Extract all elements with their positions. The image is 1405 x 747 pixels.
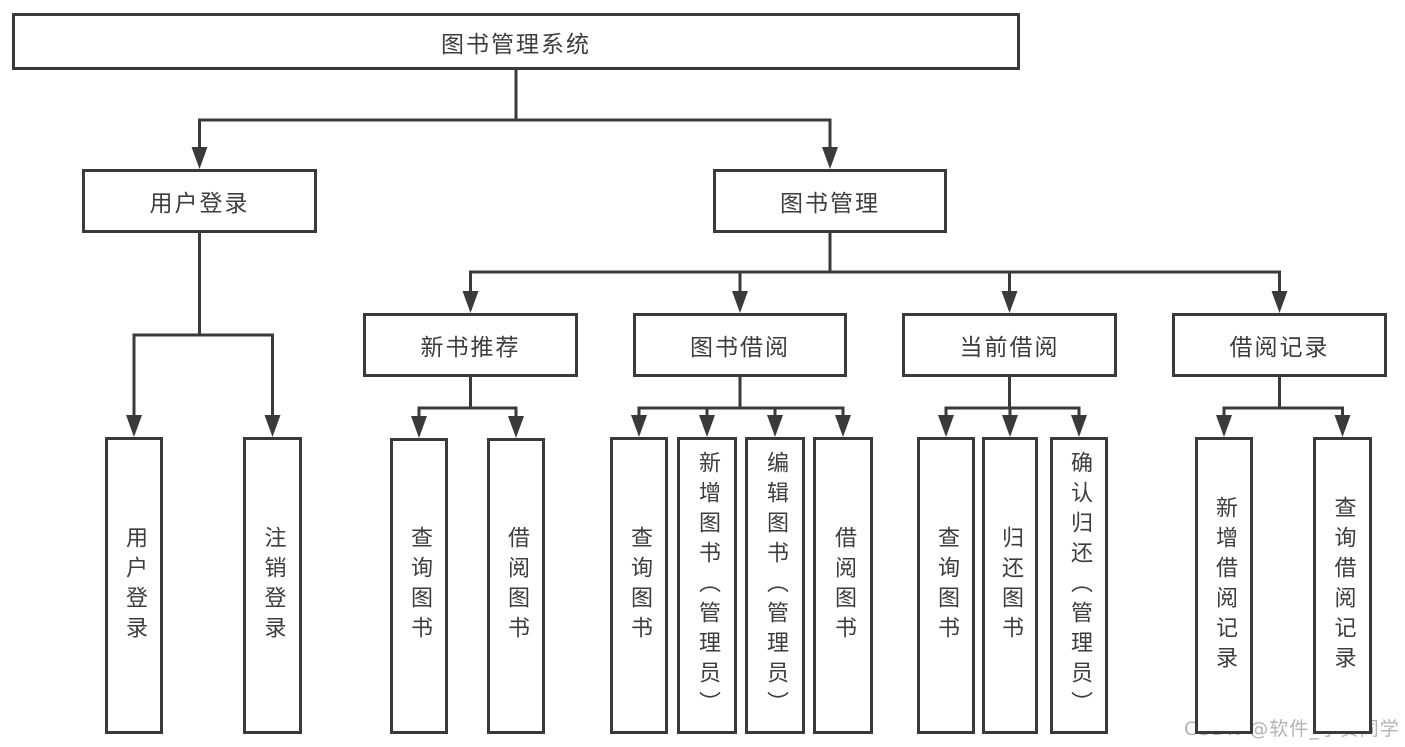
- node-confirm-return-admin: 确认归还（管理员）: [1050, 437, 1108, 734]
- node-label-borrow-books-1: 借阅图书: [504, 526, 529, 646]
- node-add-books-admin: 新增图书（管理员）: [677, 437, 737, 734]
- node-current-borrowing: 当前借阅: [902, 313, 1117, 377]
- node-label-add-borrow-record: 新增借阅记录: [1212, 495, 1237, 676]
- node-label-return-books: 归还图书: [998, 525, 1023, 646]
- node-book-borrowing: 图书借阅: [633, 313, 847, 377]
- arrowhead-icon-confirm-return-admin: [1071, 415, 1087, 437]
- node-logout: 注销登录: [243, 437, 302, 734]
- node-label-query-borrow-record: 查询借阅记录: [1330, 495, 1356, 676]
- arrowhead-icon-borrow-books-1: [508, 416, 524, 438]
- node-label-edit-books-admin: 编辑图书（管理员）: [763, 450, 788, 721]
- node-query-borrow-record: 查询借阅记录: [1313, 437, 1372, 734]
- node-label-user-login: 用户登录: [149, 191, 250, 217]
- node-return-books: 归还图书: [982, 437, 1038, 734]
- node-label-add-books-admin: 新增图书（管理员）: [695, 450, 720, 721]
- arrowhead-icon-new-book-recommend: [462, 291, 479, 313]
- node-label-borrowing-records: 借阅记录: [1229, 335, 1330, 361]
- node-borrow-books-2: 借阅图书: [813, 437, 873, 734]
- node-label-book-management: 图书管理: [780, 191, 880, 217]
- node-label-query-books-2: 查询图书: [627, 525, 652, 646]
- node-add-borrow-record: 新增借阅记录: [1195, 437, 1253, 734]
- arrowhead-icon-user-login: [191, 147, 208, 169]
- node-label-root: 图书管理系统: [441, 31, 591, 58]
- node-borrow-books-1: 借阅图书: [487, 438, 545, 734]
- node-label-borrow-books-2: 借阅图书: [831, 525, 856, 646]
- arrowhead-icon-edit-books-admin: [767, 415, 783, 437]
- node-user-login: 用户登录: [82, 169, 317, 233]
- node-edit-books-admin: 编辑图书（管理员）: [745, 437, 805, 734]
- node-label-query-books-1: 查询图书: [407, 526, 432, 646]
- node-label-logout: 注销登录: [260, 525, 286, 646]
- node-root: 图书管理系统: [12, 13, 1020, 70]
- node-user-login-leaf: 用户登录: [105, 437, 163, 734]
- arrowhead-icon-book-borrowing: [732, 291, 748, 313]
- arrowhead-icon-query-borrow-record: [1334, 415, 1351, 437]
- node-book-management: 图书管理: [713, 169, 947, 233]
- arrowhead-icon-add-borrow-record: [1216, 415, 1232, 437]
- node-query-books-1: 查询图书: [390, 438, 448, 734]
- arrowhead-icon-user-login-leaf: [126, 415, 142, 437]
- arrowhead-icon-borrow-books-2: [835, 415, 851, 437]
- arrowhead-icon-return-books: [1002, 415, 1018, 437]
- node-label-confirm-return-admin: 确认归还（管理员）: [1067, 450, 1092, 721]
- arrowhead-icon-logout: [264, 415, 281, 437]
- node-query-books-3: 查询图书: [917, 437, 975, 734]
- arrowhead-icon-borrowing-records: [1271, 291, 1288, 313]
- node-label-new-book-recommend: 新书推荐: [420, 335, 521, 361]
- node-label-current-borrowing: 当前借阅: [959, 335, 1060, 361]
- node-borrowing-records: 借阅记录: [1172, 313, 1387, 377]
- arrowhead-icon-current-borrowing: [1001, 291, 1018, 313]
- node-label-query-books-3: 查询图书: [934, 525, 959, 646]
- arrowhead-icon-query-books-3: [938, 415, 954, 437]
- node-new-book-recommend: 新书推荐: [363, 313, 578, 377]
- node-label-user-login-leaf: 用户登录: [122, 525, 147, 646]
- arrowhead-icon-query-books-2: [631, 415, 647, 437]
- node-query-books-2: 查询图书: [610, 437, 668, 734]
- arrowhead-icon-query-books-1: [411, 416, 427, 438]
- arrowhead-icon-add-books-admin: [699, 415, 715, 437]
- node-label-book-borrowing: 图书借阅: [690, 335, 790, 361]
- arrowhead-icon-book-management: [822, 147, 838, 169]
